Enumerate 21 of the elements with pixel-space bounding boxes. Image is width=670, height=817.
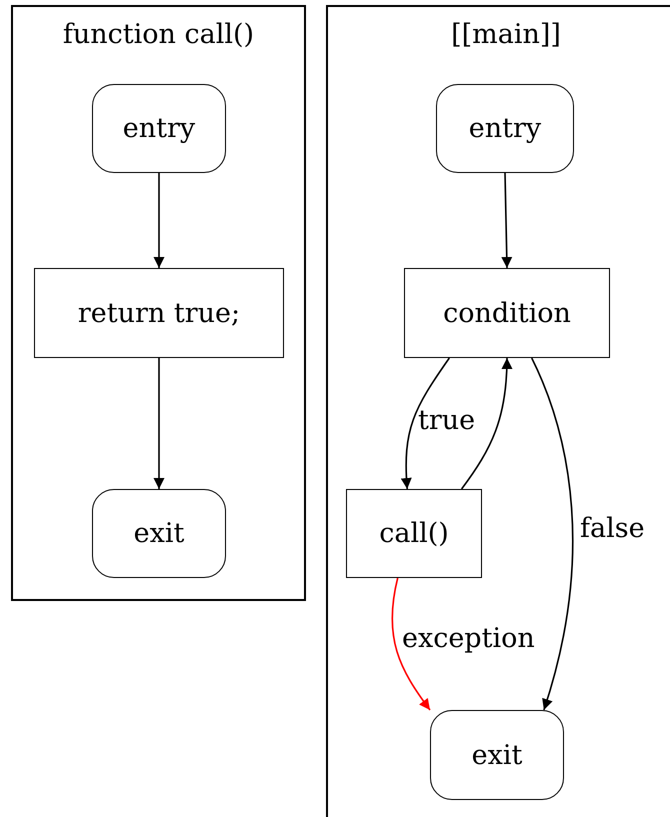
cluster-title: [[main]] [451, 19, 561, 50]
cluster-frame [11, 5, 306, 601]
cluster-frame [326, 5, 670, 817]
arrow [531, 358, 574, 710]
terminal-node: entry [436, 84, 574, 173]
terminal-node: exit [92, 489, 226, 578]
edge-label: exception [402, 624, 535, 654]
statement-box: condition [404, 268, 610, 358]
edge-label: false [580, 514, 645, 544]
arrow [401, 358, 450, 490]
arrow [154, 173, 164, 268]
edge-label: true [418, 406, 476, 436]
cluster-title: function call() [62, 19, 254, 50]
arrow [460, 358, 512, 490]
statement-box: return true; [34, 268, 284, 358]
arrow [391, 578, 431, 710]
terminal-node: entry [92, 84, 226, 173]
statement-box: call() [346, 489, 482, 578]
arrow [154, 358, 164, 489]
terminal-node: exit [430, 710, 564, 800]
arrow [501, 172, 512, 268]
